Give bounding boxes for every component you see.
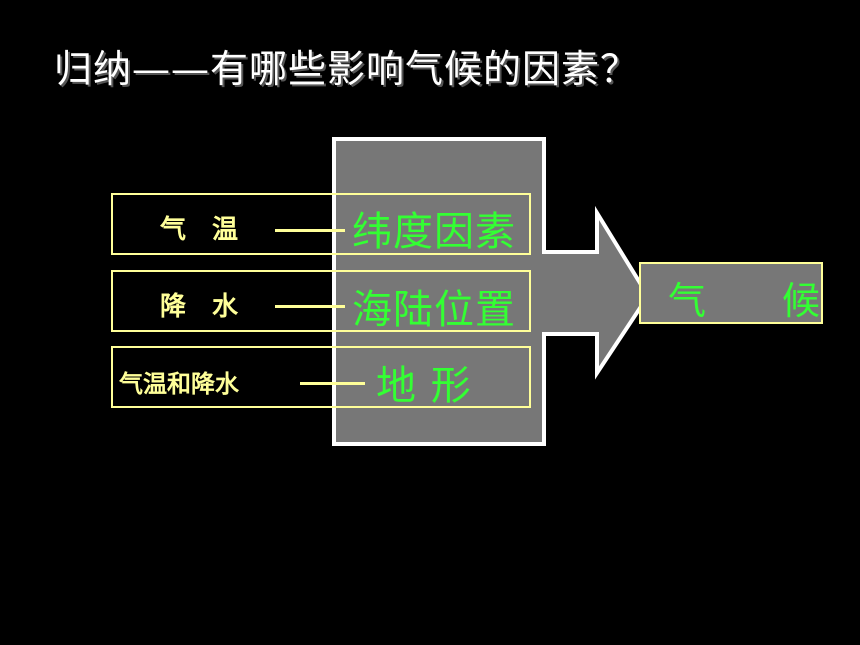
climate-result-box	[639, 262, 823, 324]
connector-dash-3	[300, 382, 365, 385]
slide-title: 归纳——有哪些影响气候的因素？	[54, 47, 640, 91]
factor-row-3	[111, 346, 531, 408]
factor-label-1: 纬度因素	[352, 209, 516, 255]
factor-label-2: 海陆位置	[352, 287, 516, 333]
element-label-3: 气温和降水	[119, 369, 239, 398]
factor-row-2	[111, 270, 531, 332]
connector-dash-2	[275, 305, 345, 308]
element-label-2: 降 水	[160, 292, 239, 322]
factor-label-3: 地 形	[376, 363, 472, 409]
factor-row-1	[111, 193, 531, 255]
element-label-1: 气 温	[160, 215, 239, 245]
connector-dash-1	[275, 229, 345, 232]
climate-result-label: 气 候	[668, 279, 821, 323]
